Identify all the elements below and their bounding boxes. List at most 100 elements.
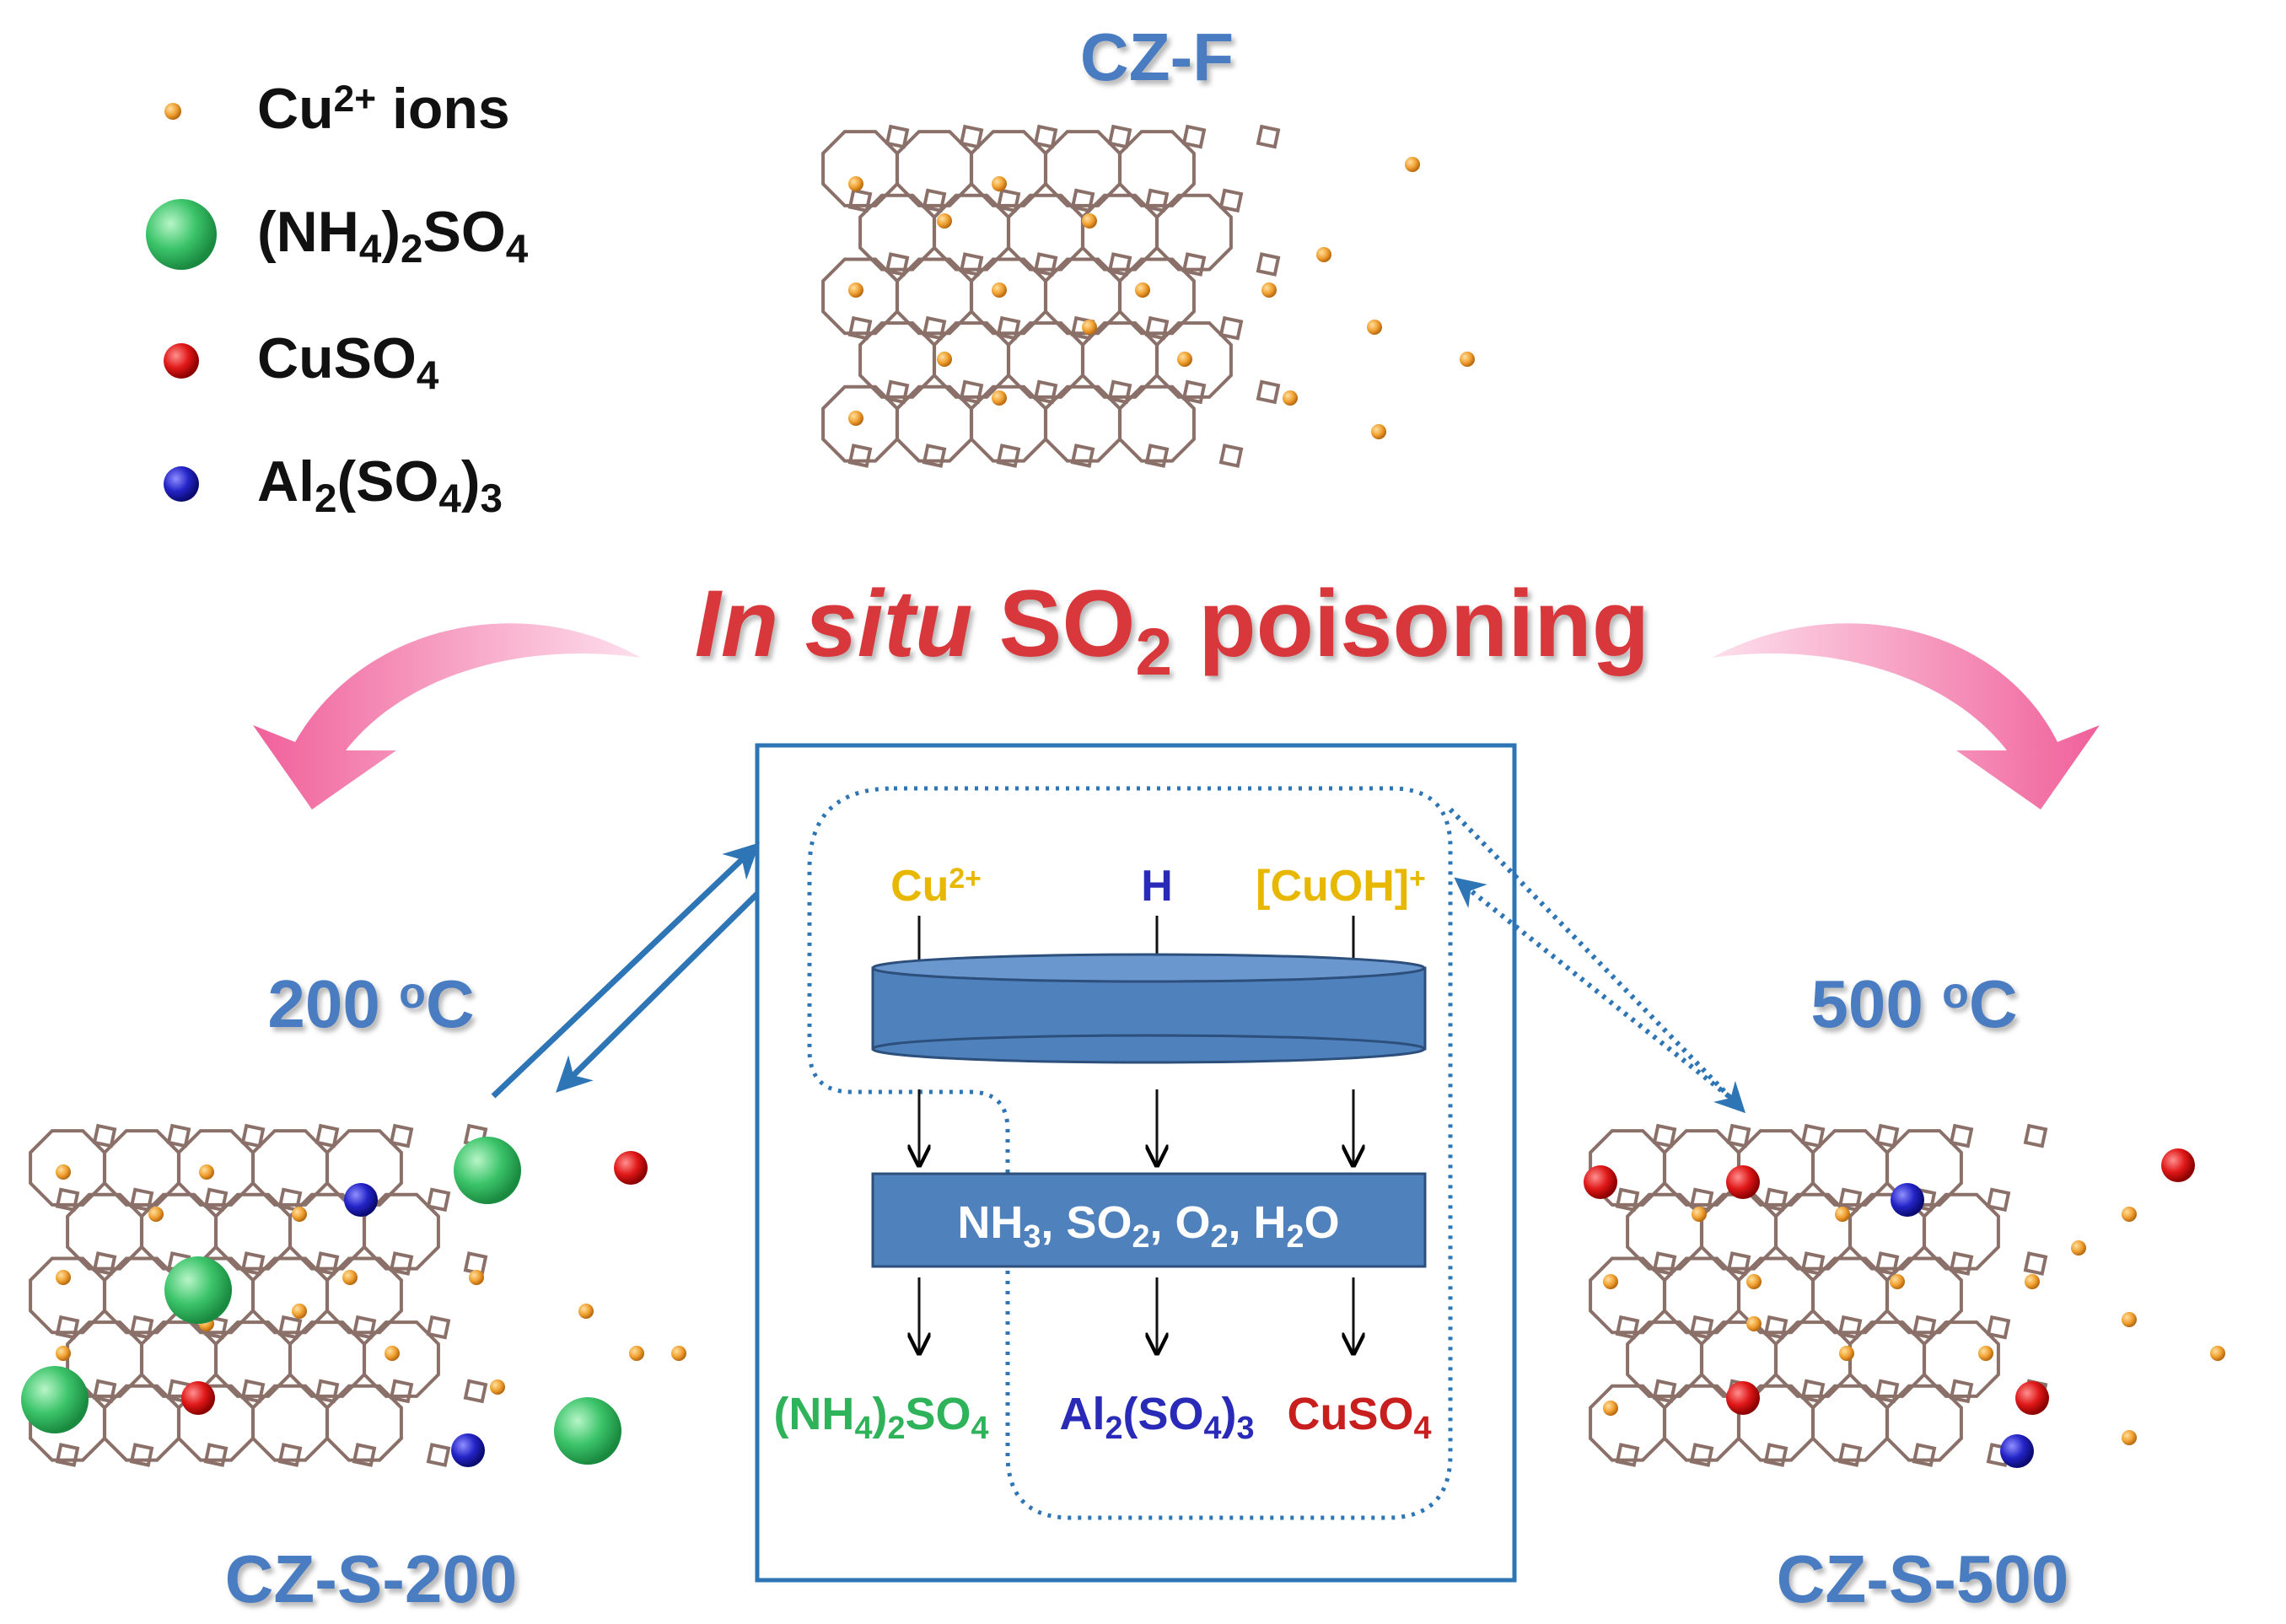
left-temperature: 200 oC xyxy=(267,966,474,1041)
framework-ring xyxy=(325,1384,403,1462)
framework-ring xyxy=(1737,1256,1815,1335)
top-sample-title: CZ-F xyxy=(1080,19,1234,94)
framework-square xyxy=(1949,1251,1974,1276)
framework-ring xyxy=(29,1129,106,1207)
legend-label-cuso4: CuSO4 xyxy=(257,326,439,398)
legend-label-cu-ions: Cu2+ ions xyxy=(257,77,510,141)
cu-ion xyxy=(1177,352,1192,367)
left-arrow-up xyxy=(491,842,761,1099)
framework-square xyxy=(129,1187,154,1213)
framework-square xyxy=(1218,444,1244,468)
framework-square xyxy=(1726,1123,1751,1148)
ammonium-sulfate-particle xyxy=(454,1137,521,1204)
cu-ion xyxy=(292,1304,307,1319)
framework-ring xyxy=(1118,384,1196,463)
framework-square xyxy=(1912,1315,1937,1340)
framework-square xyxy=(1107,124,1132,149)
framework-ring xyxy=(1923,1320,2000,1398)
al2so43-particle xyxy=(451,1433,485,1467)
framework-square xyxy=(959,124,984,149)
site-label-cuoh: [CuOH]+ xyxy=(1256,862,1426,911)
framework-ring xyxy=(1774,1320,1852,1398)
product-ammonium-sulfate: (NH4)2SO4 xyxy=(773,1389,988,1446)
cu-ion xyxy=(1135,282,1150,298)
framework-ring xyxy=(66,1320,143,1398)
left-pink-arrow xyxy=(253,623,641,809)
cu-ion xyxy=(2122,1430,2137,1445)
framework-square xyxy=(1800,1251,1826,1276)
framework-square xyxy=(1875,1123,1900,1148)
dotted-reaction-zone xyxy=(807,786,1453,1520)
cz-s-200-framework xyxy=(21,1123,686,1467)
cu-ion xyxy=(148,1207,164,1222)
cu-ion xyxy=(1405,157,1420,172)
product-cuso4: CuSO4 xyxy=(1287,1389,1431,1446)
cu-ion xyxy=(1261,282,1277,298)
framework-square xyxy=(885,379,910,405)
framework-ring xyxy=(363,1320,440,1398)
reactant-bar xyxy=(871,1172,1427,1268)
framework-ring xyxy=(821,257,899,336)
framework-square xyxy=(203,1187,229,1213)
al2so43-particle xyxy=(2000,1434,2034,1468)
framework-square xyxy=(240,1379,266,1404)
framework-square xyxy=(1875,1379,1900,1404)
framework-ring xyxy=(177,1129,255,1207)
mechanism-frame xyxy=(755,743,1517,1583)
legend: Cu2+ ions (NH4)2SO4 CuSO4 Al2(SO4)3 xyxy=(146,77,529,521)
framework-square xyxy=(315,1379,340,1404)
framework-square xyxy=(1763,1443,1788,1467)
framework-ring xyxy=(251,1384,329,1462)
framework-square xyxy=(1689,1187,1714,1213)
framework-square xyxy=(1689,1315,1714,1340)
framework-square xyxy=(1615,1315,1640,1340)
cu-ion xyxy=(292,1207,307,1222)
cuso4-particle xyxy=(1584,1165,1617,1199)
framework-square xyxy=(277,1315,303,1340)
framework-square xyxy=(240,1251,266,1276)
framework-ring xyxy=(251,1129,329,1207)
framework-square xyxy=(1949,1379,1974,1404)
framework-square xyxy=(426,1187,451,1213)
framework-ring xyxy=(1626,1320,1703,1398)
framework-ring xyxy=(1118,257,1196,336)
left-sample-title: CZ-S-200 xyxy=(225,1541,518,1616)
framework-square xyxy=(1615,1187,1640,1213)
framework-square xyxy=(352,1443,377,1467)
right-pink-arrow xyxy=(1712,623,2100,809)
framework-ring xyxy=(1044,130,1121,207)
framework-square xyxy=(277,1443,303,1467)
framework-ring xyxy=(821,130,899,207)
cu-ion xyxy=(848,176,863,191)
framework-square xyxy=(55,1187,80,1213)
framework-ring xyxy=(1081,321,1159,399)
framework-ring xyxy=(1885,1129,1963,1207)
framework-square xyxy=(92,1251,117,1276)
legend-cuso4-marker xyxy=(164,343,199,379)
cu-ion xyxy=(1746,1274,1762,1289)
framework-square xyxy=(847,315,873,341)
framework-square xyxy=(1837,1187,1863,1213)
cu-ion xyxy=(992,176,1007,191)
site-label-cu: Cu2+ xyxy=(890,862,982,911)
framework-square xyxy=(1949,1123,1974,1148)
framework-ring xyxy=(1589,1256,1666,1335)
ammonium-sulfate-particle xyxy=(164,1256,232,1324)
cu-ion xyxy=(1746,1316,1762,1331)
cu-ion xyxy=(578,1304,594,1319)
framework-ring xyxy=(933,193,1010,272)
cuso4-particle xyxy=(181,1381,215,1415)
framework-square xyxy=(1875,1251,1900,1276)
framework-square xyxy=(1033,379,1058,405)
framework-square xyxy=(2023,1123,2048,1148)
cu-ion xyxy=(1316,247,1331,262)
cuso4-particle xyxy=(2161,1148,2195,1182)
framework-square xyxy=(1800,1379,1826,1404)
framework-square xyxy=(847,188,873,213)
framework-ring xyxy=(970,130,1047,207)
cu-ion xyxy=(385,1346,400,1361)
left-arrow-down xyxy=(556,891,760,1093)
al2so43-particle xyxy=(344,1183,378,1217)
framework-square xyxy=(315,1251,340,1276)
